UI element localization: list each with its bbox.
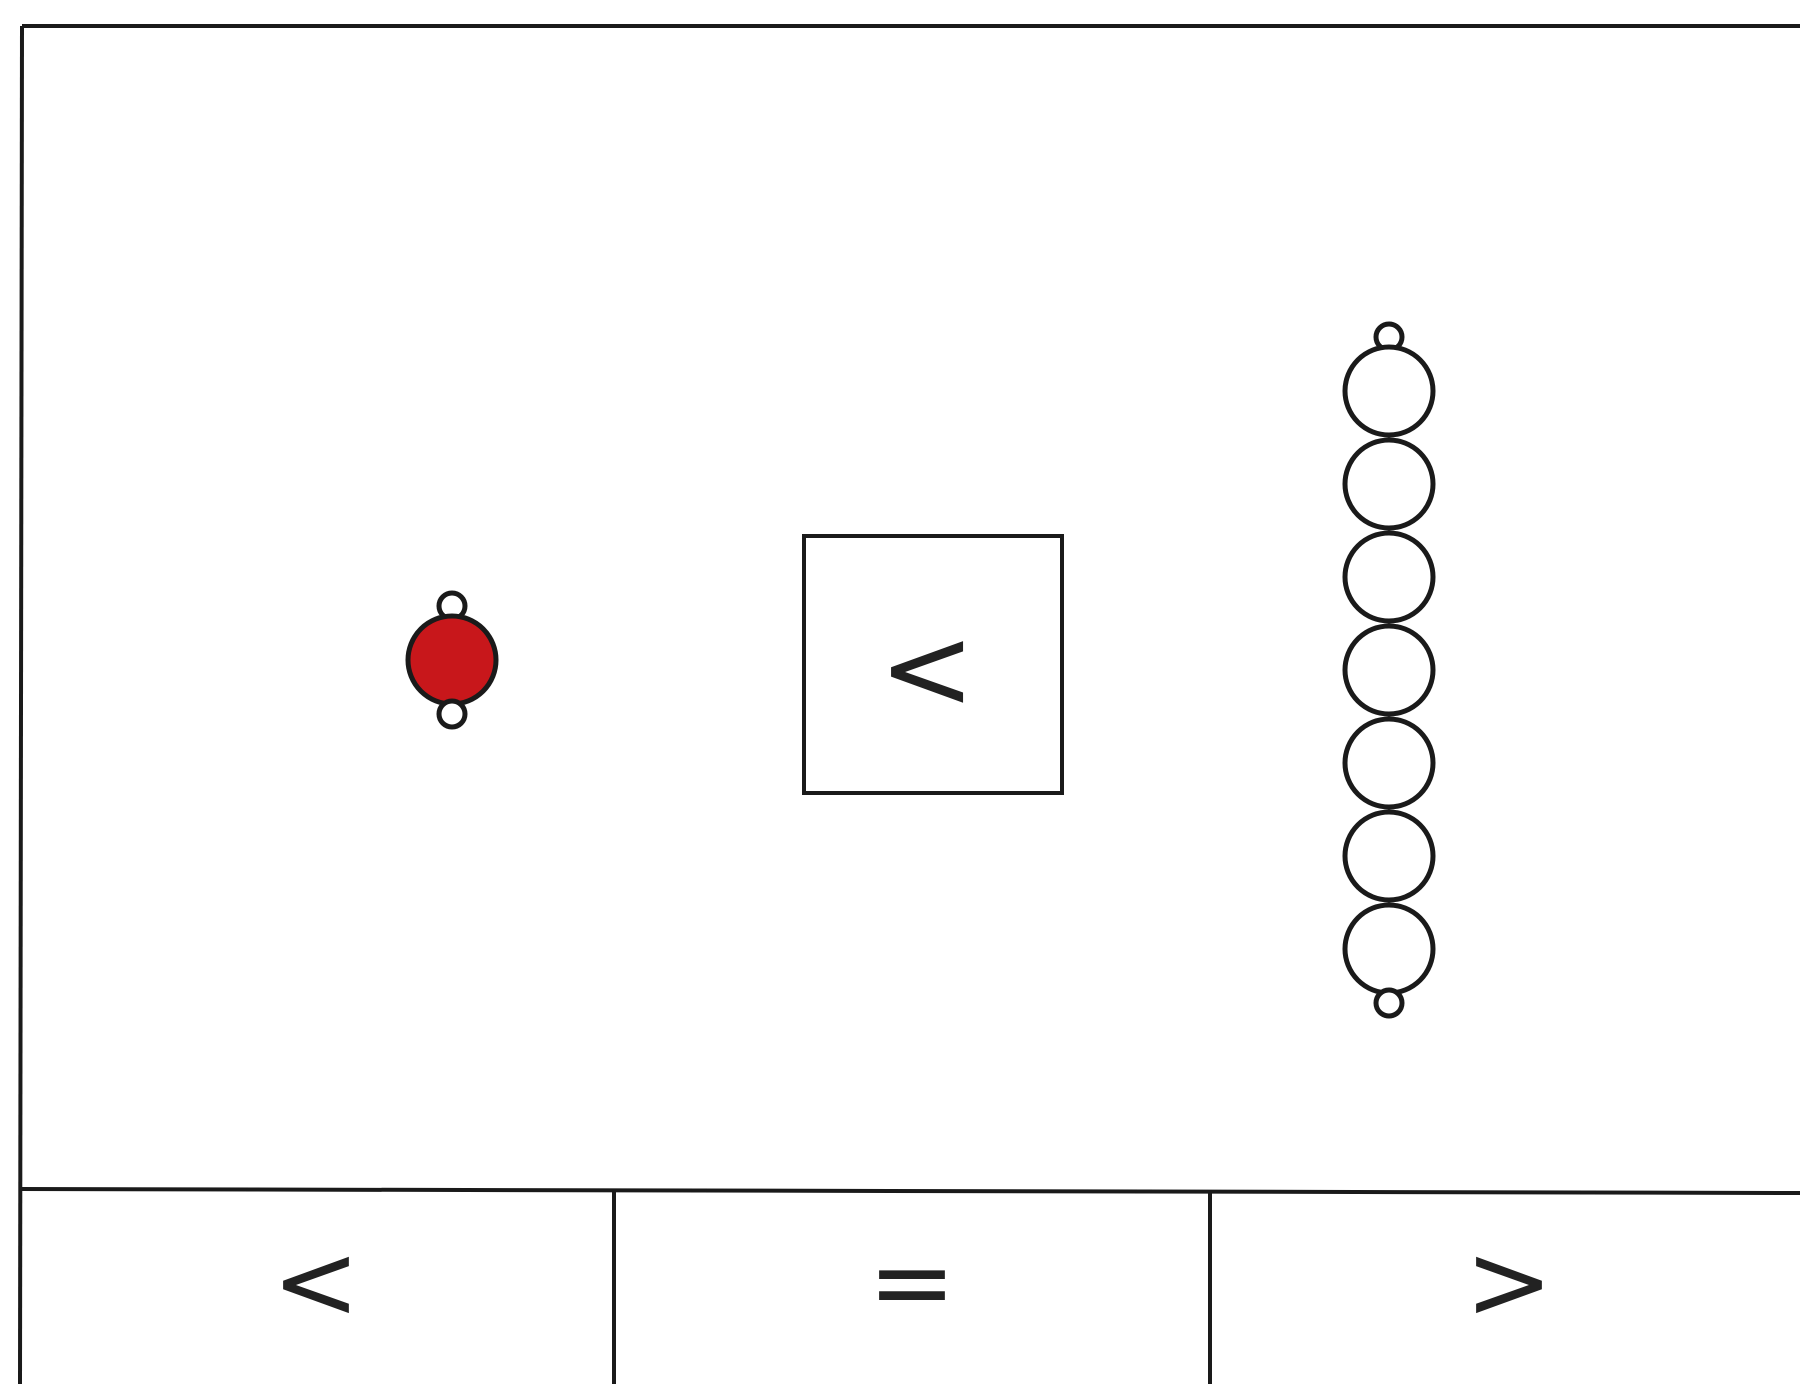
right-bead-bar (1345, 324, 1433, 1016)
answer-cell-greater-than[interactable]: > (1210, 1193, 1800, 1384)
bead-wire-loop (1376, 990, 1402, 1016)
bead (1345, 347, 1433, 435)
bead (1345, 626, 1433, 714)
answer-cell-equal[interactable]: = (614, 1193, 1210, 1384)
answer-equal-symbol: = (868, 1221, 956, 1343)
bead (1345, 812, 1433, 900)
answer-less-than-symbol: < (272, 1221, 360, 1343)
bead (408, 616, 496, 704)
comparison-card: < (804, 536, 1062, 793)
bead-wire-loop (439, 701, 465, 727)
bead (1345, 719, 1433, 807)
left-bead-bar (408, 593, 496, 727)
comparison-card-symbol: < (879, 602, 975, 736)
answer-cell-less-than[interactable]: < (22, 1193, 614, 1384)
answer-row-divider (20, 1189, 1800, 1193)
bead (1345, 440, 1433, 528)
bead (1345, 533, 1433, 621)
answer-greater-than-symbol: > (1465, 1221, 1553, 1343)
bead (1345, 905, 1433, 993)
